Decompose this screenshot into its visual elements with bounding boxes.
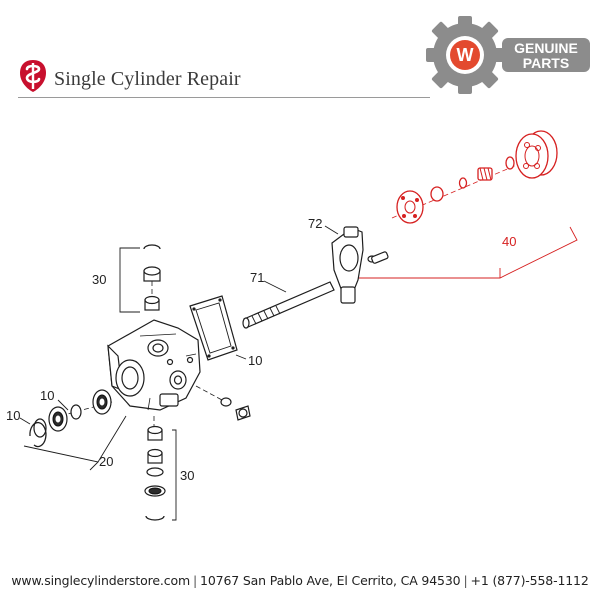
footer-separator: | (463, 573, 468, 588)
callout-30-top[interactable]: 30 (92, 272, 106, 287)
brand-name: Single Cylinder Repair (54, 67, 241, 90)
retaining-ring (505, 156, 515, 170)
bearing (143, 266, 161, 282)
header-divider (18, 97, 430, 98)
callout-10-flange[interactable]: 10 (248, 353, 262, 368)
o-ring (33, 418, 47, 438)
drive-shaft-71: 71 (242, 270, 335, 329)
spring-icon (477, 167, 493, 181)
callout-10-ring[interactable]: 10 (6, 408, 20, 423)
seal (48, 406, 68, 432)
shaft-seal-kit-20: 20 10 10 (6, 388, 127, 471)
callout-71[interactable]: 71 (250, 270, 264, 285)
rotating-group-disc (515, 130, 558, 179)
exploded-parts-diagram: 40 72 71 (0, 110, 600, 540)
footer-separator: | (192, 573, 198, 588)
badge-line1: GENUINE (514, 40, 578, 56)
callout-40[interactable]: 40 (502, 234, 516, 249)
bearing (147, 448, 163, 464)
assembly-40: 40 (344, 130, 578, 279)
brand[interactable]: Single Cylinder Repair (18, 58, 241, 94)
genuine-parts-badge: W GENUINE PARTS (422, 8, 594, 108)
svg-text:W: W (457, 45, 474, 65)
bushing (430, 186, 444, 202)
footer-contact: www.singlecylinderstore.com|10767 San Pa… (0, 573, 600, 591)
seal (144, 485, 166, 497)
gasket-10: 10 (189, 295, 262, 368)
bearing (144, 295, 160, 311)
brand-logo-icon (20, 60, 46, 92)
bearing-kit-30-bottom: 30 (144, 425, 194, 521)
callout-72[interactable]: 72 (308, 216, 322, 231)
bearing-kit-30-top: 30 (92, 244, 161, 313)
swash-yoke-72: 72 (308, 216, 377, 304)
snap-ring (29, 421, 47, 448)
o-ring (220, 397, 232, 407)
footer-website-link[interactable]: www.singlecylinderstore.com (11, 573, 190, 588)
callout-10-washer[interactable]: 10 (40, 388, 54, 403)
callout-20[interactable]: 20 (99, 454, 113, 469)
callout-30-bottom[interactable]: 30 (180, 468, 194, 483)
plug (235, 405, 251, 421)
washer (70, 404, 82, 420)
swash-plate (396, 190, 424, 224)
bearing (147, 425, 163, 441)
bearing (92, 389, 112, 415)
badge-line2: PARTS (523, 55, 569, 71)
gear-icon: W (426, 16, 504, 94)
footer-phone-link[interactable]: +1 (877)-558-1112 (470, 573, 589, 588)
washer (458, 177, 468, 189)
bolt (371, 251, 389, 264)
shim (146, 467, 164, 477)
footer-address: 10767 San Pablo Ave, El Cerrito, CA 9453… (200, 573, 461, 588)
pump-housing (107, 319, 201, 411)
